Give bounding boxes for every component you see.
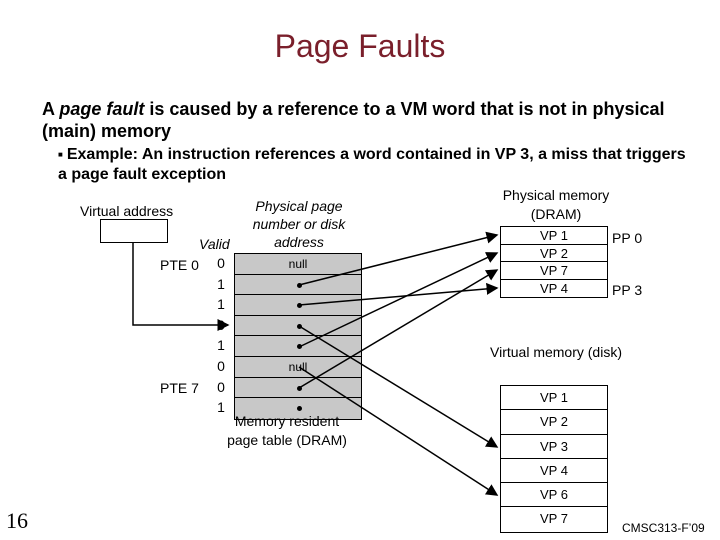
valid-bit: 0 — [217, 378, 225, 395]
course-footer: CMSC313-F’09 — [622, 521, 705, 535]
memory-resident-label: Memory resident page table (DRAM) — [227, 413, 347, 448]
virtual-page: VP 7 — [501, 507, 607, 532]
physical-page-header: Physical page number or disk address — [252, 198, 346, 250]
physical-memory-label: Physical memory (DRAM) — [502, 187, 610, 222]
virtual-address-arrow — [132, 242, 230, 331]
physical-page: VP 1 — [501, 227, 607, 245]
pte4-arrow — [298, 252, 499, 348]
valid-bit: 0 — [217, 357, 225, 374]
slide-number: 16 — [6, 508, 28, 533]
pte0-label: PTE 0 — [160, 257, 199, 273]
physical-page: VP 4 — [501, 279, 607, 297]
physical-page: VP 2 — [501, 244, 607, 262]
valid-bit: 0 — [217, 255, 225, 271]
bullet-icon: ■ — [58, 150, 63, 159]
valid-bit: 1 — [217, 399, 225, 416]
pointer-dot — [297, 406, 302, 412]
example-text: Example: An instruction references a wor… — [58, 146, 686, 184]
page-table-entry — [235, 398, 361, 419]
page-table-entry: null — [235, 356, 361, 378]
pp0-label: PP 0 — [612, 230, 643, 246]
pte3-arrow — [298, 325, 499, 448]
page-table-entry: null — [235, 254, 361, 275]
lead-prefix: A — [42, 99, 60, 119]
pte6-arrow — [298, 366, 499, 496]
physical-page: VP 7 — [501, 262, 607, 280]
virtual-page: VP 4 — [501, 458, 607, 484]
pte7-label: PTE 7 — [160, 380, 199, 396]
physical-memory: VP 1 VP 2 VP 7 VP 4 — [500, 226, 608, 298]
virtual-memory-label: Virtual memory (disk) — [490, 344, 622, 360]
virtual-page: VP 2 — [501, 410, 607, 435]
page-table: null null — [234, 253, 362, 420]
pte1-arrow — [298, 231, 499, 286]
valid-bit: 1 — [217, 337, 225, 354]
virtual-page: VP 1 — [501, 386, 607, 411]
valid-header: Valid — [199, 236, 230, 252]
virtual-address-label: Virtual address — [80, 203, 174, 219]
valid-bit: 1 — [217, 296, 225, 313]
virtual-page: VP 3 — [501, 434, 607, 459]
lead-sentence: A page fault is caused by a reference to… — [42, 98, 682, 142]
pte7-arrow — [298, 269, 499, 389]
example-bullet: ■Example: An instruction references a wo… — [58, 145, 698, 185]
virtual-page: VP 6 — [501, 483, 607, 508]
valid-bit: 1 — [217, 275, 225, 292]
slide-title: Page Faults — [274, 28, 446, 64]
virtual-address-box — [100, 219, 168, 243]
lead-emphasis: page fault — [59, 99, 145, 119]
virtual-memory: VP 1 VP 2 VP 3 VP 4 VP 6 VP 7 — [500, 385, 608, 533]
lead-rest: is caused by a reference to a VM word th… — [42, 99, 665, 141]
pte2-arrow — [298, 282, 499, 306]
pp3-label: PP 3 — [612, 282, 643, 298]
